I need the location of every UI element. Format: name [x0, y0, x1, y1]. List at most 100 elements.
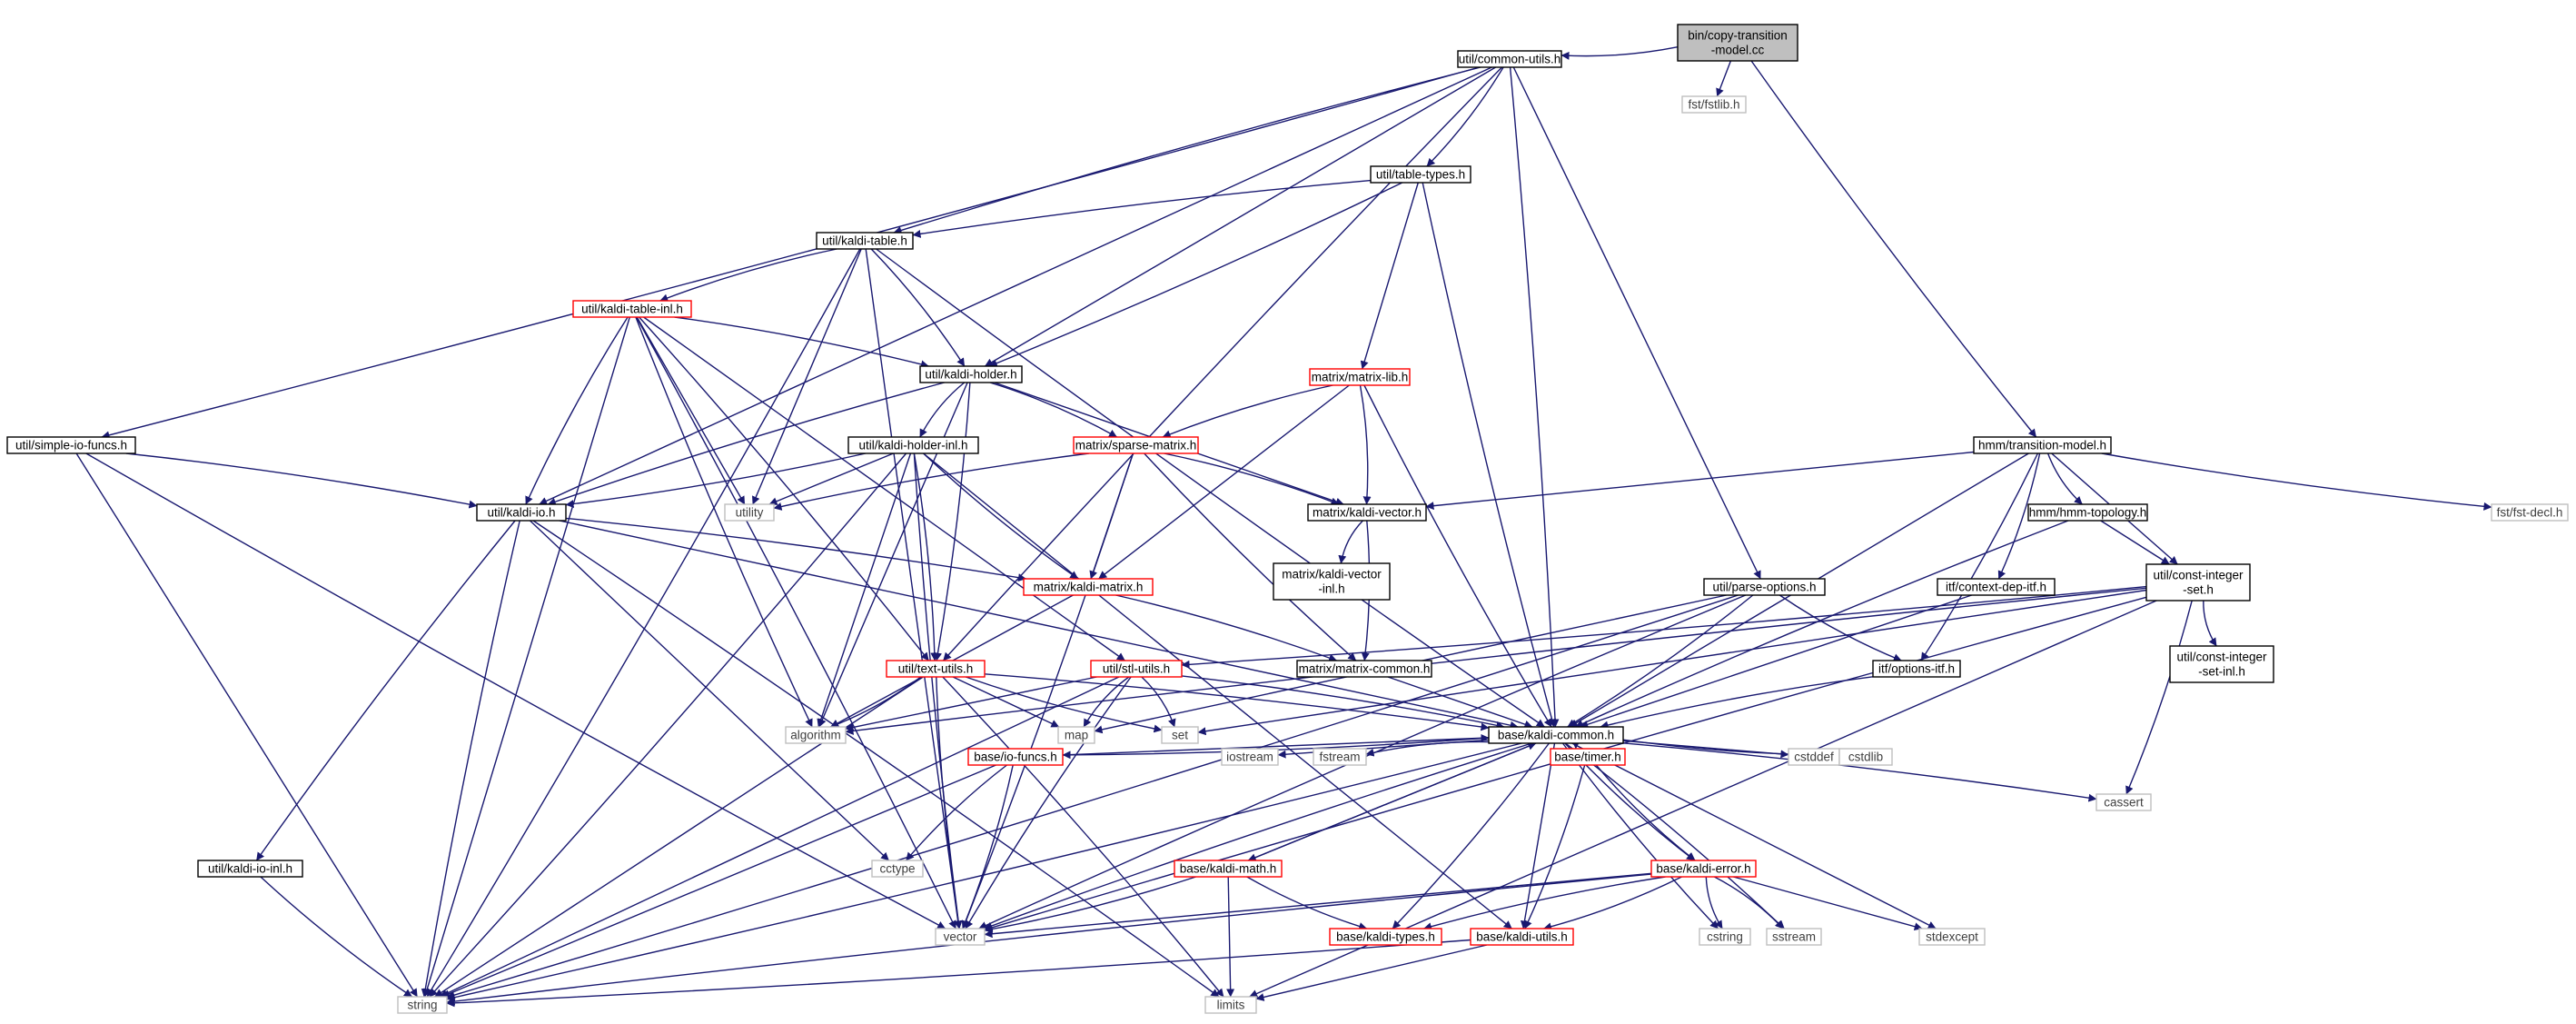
node-label: util/simple-io-funcs.h	[15, 439, 127, 452]
node-string: string	[397, 996, 448, 1014]
node-holder-inl[interactable]: util/kaldi-holder-inl.h	[847, 436, 979, 454]
node-kaldi-io-inl[interactable]: util/kaldi-io-inl.h	[197, 860, 303, 878]
node-label: util/table-types.h	[1376, 168, 1465, 182]
edge-stl_utils-to-kaldi_common	[1181, 675, 1505, 730]
node-box	[1273, 562, 1391, 601]
edge-table_types-to-matrix_lib	[1360, 182, 1419, 370]
node-timer[interactable]: base/timer.h	[1550, 748, 1626, 766]
node-kaldi-table[interactable]: util/kaldi-table.h	[816, 232, 914, 250]
edge-common_utils-to-kaldi_holder	[985, 66, 1496, 367]
edge-kaldi_utils-to-string	[446, 939, 1471, 1008]
edge-sparse_matrix-to-matrix_common	[1144, 452, 1357, 661]
node-box	[1650, 860, 1757, 878]
edge-text_utils-to-limits	[942, 676, 1224, 998]
node-box	[886, 660, 986, 678]
node-box	[2027, 503, 2148, 522]
node-label: base/kaldi-utils.h	[1476, 930, 1568, 944]
edge-kaldi_common-to-vector	[984, 742, 1532, 930]
node-label: sstream	[1772, 930, 1816, 944]
node-label: util/kaldi-table.h	[822, 234, 907, 248]
edge-const_integer_set-to-set	[1197, 589, 2147, 736]
node-label: matrix/kaldi-vector	[1282, 568, 1382, 582]
edge-root-to-transition_model	[1750, 60, 2037, 438]
node-vector: vector	[935, 928, 986, 946]
node-algorithm: algorithm	[785, 726, 847, 744]
node-sparse-matrix[interactable]: matrix/sparse-matrix.h	[1073, 436, 1199, 454]
node-box	[1699, 928, 1751, 946]
node-kaldi-error[interactable]: base/kaldi-error.h	[1650, 860, 1757, 878]
node-table-types[interactable]: util/table-types.h	[1370, 165, 1471, 184]
node-vector-inl[interactable]: matrix/kaldi-vector-inl.h	[1273, 562, 1391, 601]
node-io-funcs[interactable]: base/io-funcs.h	[967, 748, 1064, 766]
node-box	[1023, 578, 1154, 596]
node-box	[919, 365, 1023, 383]
node-label: utility	[736, 506, 764, 520]
node-kaldi-utils[interactable]: base/kaldi-utils.h	[1470, 928, 1574, 946]
node-simple-io[interactable]: util/simple-io-funcs.h	[6, 436, 136, 454]
edge-kaldi_io-to-string	[421, 520, 520, 998]
node-kaldi-types[interactable]: base/kaldi-types.h	[1329, 928, 1442, 946]
node-box	[2169, 645, 2274, 683]
node-root[interactable]: bin/copy-transition-model.cc	[1677, 24, 1798, 62]
edge-timer-to-kaldi_error	[1595, 764, 1696, 861]
edge-transition_model-to-kaldi_vector	[1425, 451, 1975, 511]
node-label: util/const-integer	[2153, 569, 2244, 582]
node-matrix-lib[interactable]: matrix/matrix-lib.h	[1309, 368, 1411, 386]
node-context-dep-itf[interactable]: itf/context-dep-itf.h	[1937, 578, 2056, 596]
edge-kaldi_common-to-cassert	[1622, 742, 2097, 802]
node-label: base/kaldi-types.h	[1336, 930, 1435, 944]
node-label: util/kaldi-table-inl.h	[581, 303, 683, 316]
node-label: cctype	[879, 862, 915, 876]
node-box	[1918, 928, 1986, 946]
edge-kaldi_table-to-kaldi_holder	[870, 248, 966, 367]
edge-const_integer_set-to-stl_utils	[1181, 585, 2147, 669]
node-transition-model[interactable]: hmm/transition-model.h	[1973, 436, 2112, 454]
node-box	[1204, 996, 1257, 1014]
edge-table_types-to-kaldi_holder	[988, 182, 1403, 367]
edge-table_types-to-kaldi_table	[912, 179, 1372, 238]
node-box	[2095, 793, 2152, 811]
edge-kaldi_holder-to-holder_inl	[919, 382, 966, 438]
node-matrix-common[interactable]: matrix/matrix-common.h	[1296, 660, 1432, 678]
node-label: base/kaldi-math.h	[1180, 862, 1277, 876]
node-utility: utility	[724, 503, 775, 522]
node-kaldi-math[interactable]: base/kaldi-math.h	[1174, 860, 1283, 878]
edge-kaldi_error-to-kaldi_types	[1423, 876, 1666, 931]
node-label: util/parse-options.h	[1712, 581, 1816, 594]
node-cstddef: cstddef	[1788, 748, 1840, 766]
node-box	[6, 436, 136, 454]
node-kaldi-matrix[interactable]: matrix/kaldi-matrix.h	[1023, 578, 1154, 596]
node-box	[1457, 50, 1562, 68]
node-stl-utils[interactable]: util/stl-utils.h	[1090, 660, 1183, 678]
node-const-integer-set[interactable]: util/const-integer-set.h	[2145, 563, 2251, 601]
edge-kaldi_error-to-cstring	[1705, 876, 1723, 930]
node-text-utils[interactable]: util/text-utils.h	[886, 660, 986, 678]
node-iostream: iostream	[1221, 748, 1279, 766]
edge-kaldi_error-to-stdexcept	[1733, 876, 1923, 931]
edge-holder_inl-to-utility	[768, 452, 894, 505]
node-box	[1766, 928, 1822, 946]
node-options-itf[interactable]: itf/options-itf.h	[1872, 660, 1961, 678]
node-limits: limits	[1204, 996, 1257, 1014]
node-kaldi-table-inl[interactable]: util/kaldi-table-inl.h	[572, 300, 692, 318]
node-box	[1370, 165, 1471, 184]
node-label: cstdlib	[1848, 751, 1883, 764]
node-common-utils[interactable]: util/common-utils.h	[1457, 50, 1562, 68]
edge-stl_utils-to-algorithm	[845, 676, 1097, 731]
node-const-integer-set-inl[interactable]: util/const-integer-set-inl.h	[2169, 645, 2274, 683]
edge-const_integer_set-to-const_integer_set_inl	[2203, 600, 2217, 647]
node-label: fstream	[1319, 751, 1360, 764]
node-kaldi-vector[interactable]: matrix/kaldi-vector.h	[1307, 503, 1427, 522]
node-kaldi-common[interactable]: base/kaldi-common.h	[1488, 726, 1624, 744]
node-parse-options[interactable]: util/parse-options.h	[1703, 578, 1826, 596]
node-label: map	[1065, 729, 1088, 742]
node-kaldi-holder[interactable]: util/kaldi-holder.h	[919, 365, 1023, 383]
edge-const_integer_set-to-cassert	[2125, 600, 2193, 795]
node-hmm-topology[interactable]: hmm/hmm-topology.h	[2027, 503, 2148, 522]
edge-timer-to-kaldi_utils	[1524, 764, 1586, 930]
node-fstream: fstream	[1313, 748, 1367, 766]
node-cstring: cstring	[1699, 928, 1751, 946]
node-box	[1057, 726, 1095, 744]
node-kaldi-io[interactable]: util/kaldi-io.h	[476, 503, 567, 522]
